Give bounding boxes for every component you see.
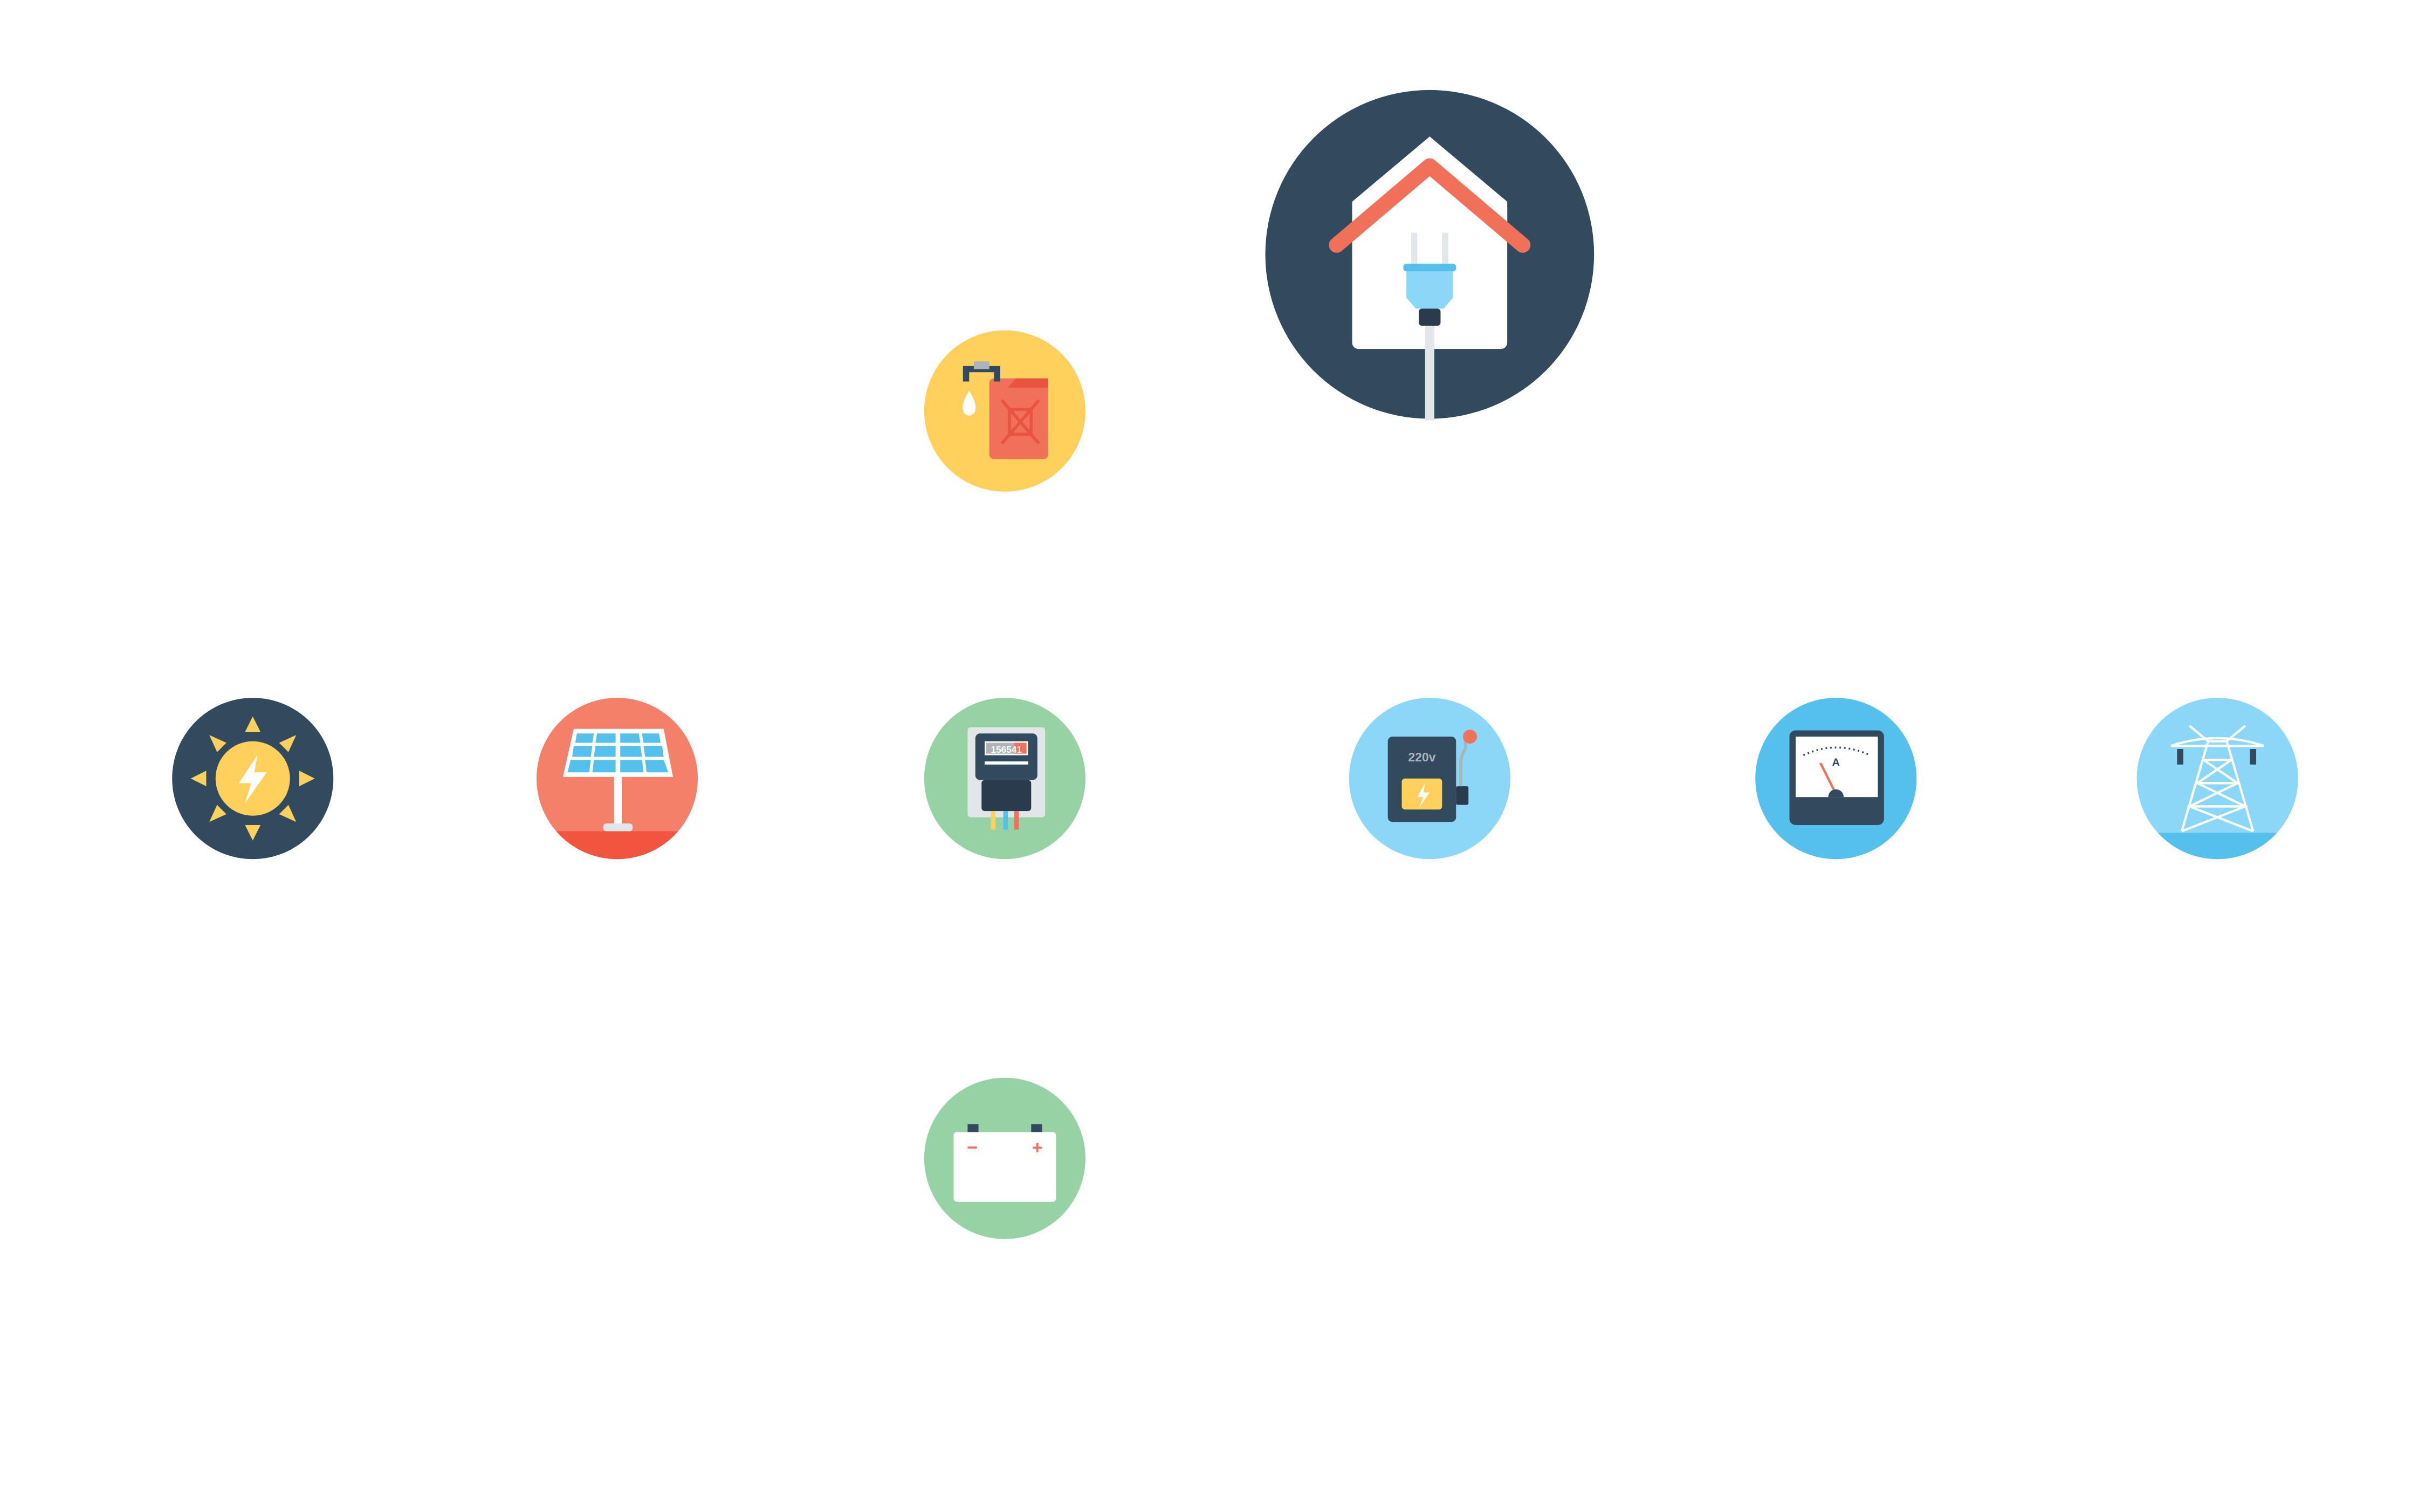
sun-icon (172, 698, 334, 860)
meter-reading: 156541 (991, 744, 1022, 755)
solar-panel-icon (536, 698, 698, 860)
battery-minus: − (967, 1138, 978, 1158)
battery-plus: + (1032, 1138, 1043, 1158)
house-plug-icon (1265, 90, 1595, 421)
electric-meter-icon: 156541 (924, 698, 1085, 860)
ammeter-unit: A (1832, 757, 1840, 769)
power-switch-icon: 220v (1349, 698, 1510, 860)
fuel-can-icon (924, 330, 1085, 492)
voltage-label: 220v (1408, 750, 1435, 764)
transmission-tower-icon (2136, 698, 2298, 860)
ammeter-icon: A (1755, 698, 1917, 860)
battery-icon: − + (924, 1077, 1085, 1239)
